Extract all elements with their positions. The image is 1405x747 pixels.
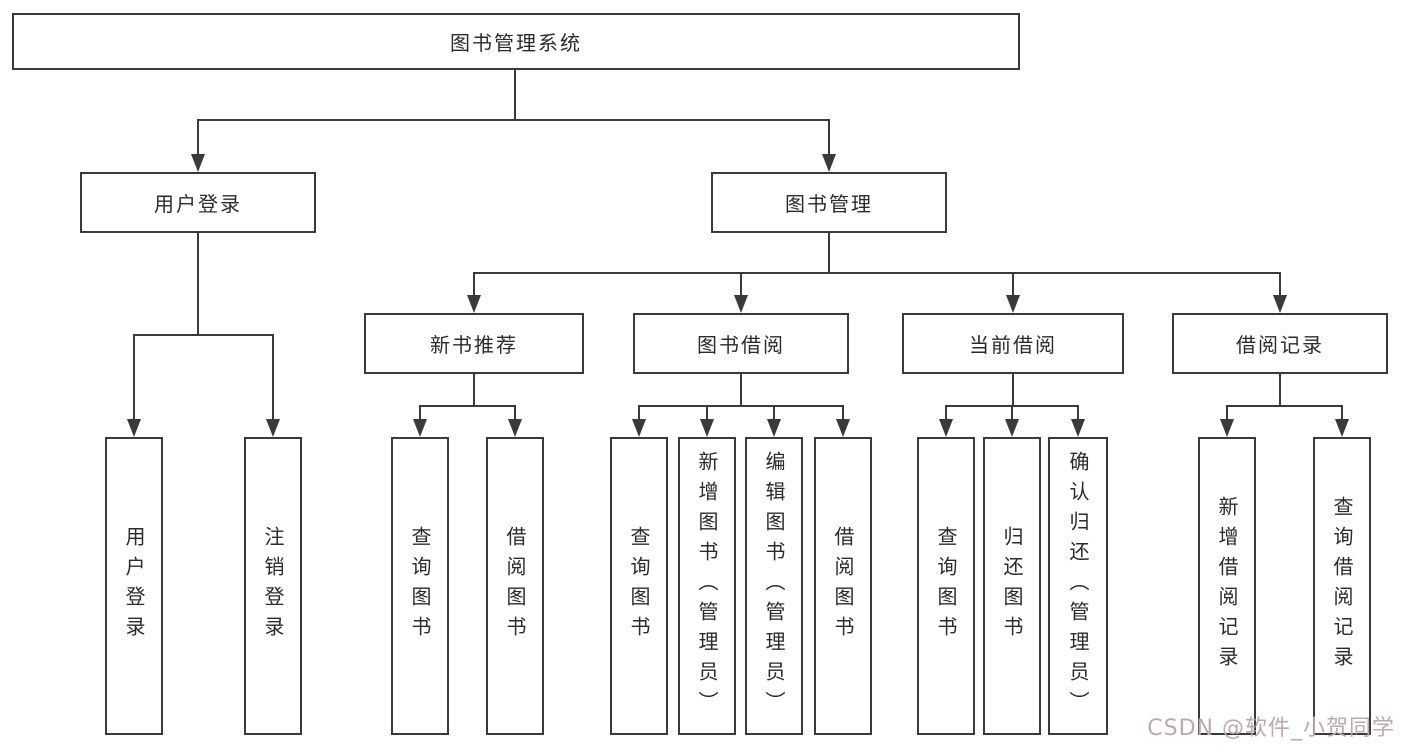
- leaf-query-borrow-record: 查询借阅记录: [1313, 437, 1371, 735]
- leaf-edit-books-admin-label: 编辑图书（管理员）: [762, 451, 786, 721]
- node-current-borrow-label: 当前借阅: [969, 333, 1057, 357]
- connector-stem-current-borrow: [1012, 374, 1014, 407]
- leaf-return-books-label: 归还图书: [1000, 526, 1024, 646]
- watermark: CSDN @软件_小贺同学: [1147, 716, 1395, 741]
- leaf-add-books-admin-label: 新增图书（管理员）: [695, 451, 719, 721]
- leaf-add-borrow-record-label: 新增借阅记录: [1215, 496, 1239, 676]
- connector-arrow: [632, 405, 646, 437]
- connector-arrow: [1006, 272, 1020, 313]
- connector-arrow: [822, 119, 836, 172]
- leaf-borrow-books: 借阅图书: [814, 437, 872, 735]
- leaf-query-books-borrow: 查询图书: [610, 437, 668, 735]
- connector-bar-user-login: [133, 334, 274, 336]
- node-borrow-records-label: 借阅记录: [1236, 333, 1324, 357]
- node-new-book-recommend-label: 新书推荐: [430, 333, 518, 357]
- node-root-label: 图书管理系统: [450, 31, 582, 55]
- leaf-logout-label: 注销登录: [261, 526, 285, 646]
- connector-arrow: [1071, 405, 1085, 437]
- connector-arrow: [1335, 405, 1349, 437]
- connector-stem-user-login: [197, 233, 199, 336]
- node-user-login-label: 用户登录: [154, 192, 242, 216]
- connector-stem-book-management: [828, 233, 830, 274]
- connector-arrow: [836, 405, 850, 437]
- connector-bar-borrow-records: [1226, 405, 1343, 407]
- leaf-query-books-current-label: 查询图书: [934, 526, 958, 646]
- leaf-edit-books-admin: 编辑图书（管理员）: [745, 437, 803, 735]
- leaf-logout: 注销登录: [244, 437, 302, 735]
- node-book-management-label: 图书管理: [785, 192, 873, 216]
- leaf-query-books-current: 查询图书: [917, 437, 975, 735]
- leaf-return-books: 归还图书: [983, 437, 1041, 735]
- connector-arrow: [191, 119, 205, 172]
- connector-arrow: [467, 272, 481, 313]
- leaf-query-books-recommend: 查询图书: [391, 437, 449, 735]
- connector-arrow: [1220, 405, 1234, 437]
- leaf-add-books-admin: 新增图书（管理员）: [678, 437, 736, 735]
- leaf-confirm-return-admin: 确认归还（管理员）: [1048, 437, 1108, 735]
- node-root: 图书管理系统: [12, 13, 1020, 70]
- leaf-borrow-books-recommend-label: 借阅图书: [503, 526, 527, 646]
- connector-bar-root: [197, 119, 830, 121]
- leaf-query-books-borrow-label: 查询图书: [627, 526, 651, 646]
- connector-arrow: [1005, 405, 1019, 437]
- node-user-login: 用户登录: [80, 172, 316, 233]
- leaf-borrow-books-label: 借阅图书: [831, 526, 855, 646]
- connector-arrow: [734, 272, 748, 313]
- leaf-query-books-recommend-label: 查询图书: [408, 526, 432, 646]
- connector-stem-new-book-recommend: [473, 374, 475, 407]
- connector-bar-new-book-recommend: [419, 405, 516, 407]
- connector-arrow: [266, 334, 280, 437]
- leaf-borrow-books-recommend: 借阅图书: [486, 437, 544, 735]
- connector-arrow: [413, 405, 427, 437]
- connector-arrow: [508, 405, 522, 437]
- connector-arrow: [1273, 272, 1287, 313]
- connector-stem-borrow-records: [1279, 374, 1281, 407]
- leaf-confirm-return-admin-label: 确认归还（管理员）: [1066, 451, 1090, 721]
- leaf-query-borrow-record-label: 查询借阅记录: [1330, 496, 1354, 676]
- node-book-management: 图书管理: [711, 172, 947, 233]
- connector-stem-root: [514, 69, 516, 120]
- connector-bar-book-management: [473, 272, 1281, 274]
- leaf-user-login-label: 用户登录: [122, 526, 146, 646]
- connector-arrow: [939, 405, 953, 437]
- connector-arrow: [700, 405, 714, 437]
- node-book-borrow-label: 图书借阅: [697, 333, 785, 357]
- node-book-borrow: 图书借阅: [633, 313, 849, 374]
- connector-bar-book-borrow: [638, 405, 844, 407]
- node-new-book-recommend: 新书推荐: [364, 313, 584, 374]
- connector-stem-book-borrow: [740, 374, 742, 407]
- leaf-user-login: 用户登录: [105, 437, 163, 735]
- node-borrow-records: 借阅记录: [1172, 313, 1388, 374]
- leaf-add-borrow-record: 新增借阅记录: [1198, 437, 1256, 735]
- node-current-borrow: 当前借阅: [902, 313, 1124, 374]
- connector-arrow: [767, 405, 781, 437]
- connector-arrow: [127, 334, 141, 437]
